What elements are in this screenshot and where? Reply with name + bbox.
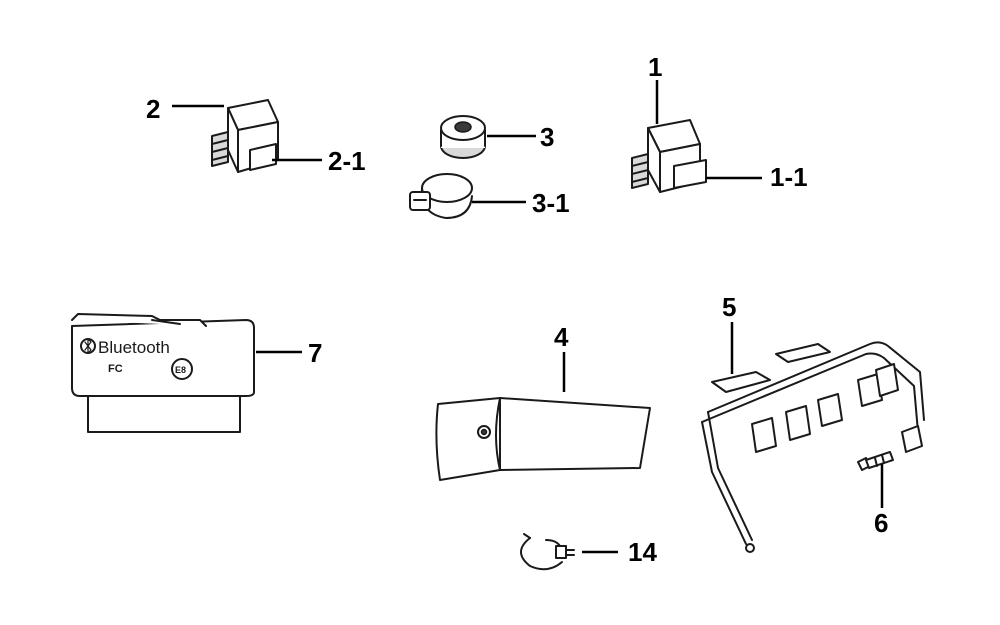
callout-2: 2 xyxy=(146,94,160,124)
part-4-cover xyxy=(435,397,651,481)
part-6-bolt xyxy=(857,451,894,471)
callout-5: 5 xyxy=(722,292,736,322)
module-fcc-mark: FC xyxy=(108,363,123,375)
callout-2-1: 2-1 xyxy=(328,146,366,176)
part-1-relay xyxy=(631,119,707,193)
module-brand-text: Bluetooth xyxy=(98,338,170,357)
part-3-1-cap xyxy=(409,173,473,219)
part-2-relay xyxy=(211,99,279,173)
callout-7: 7 xyxy=(308,338,322,368)
part-14-clip xyxy=(520,533,575,571)
part-3-grommet xyxy=(440,115,486,159)
part-7-bluetooth-module xyxy=(71,313,255,433)
module-e-mark: E8 xyxy=(175,365,186,375)
callout-6: 6 xyxy=(874,508,888,538)
part-5-rack xyxy=(701,341,925,553)
callout-3-1: 3-1 xyxy=(532,188,570,218)
callout-1-1: 1-1 xyxy=(770,162,808,192)
callout-1: 1 xyxy=(648,52,662,82)
callout-3: 3 xyxy=(540,122,554,152)
callout-4: 4 xyxy=(554,322,569,352)
callout-14: 14 xyxy=(628,537,657,567)
